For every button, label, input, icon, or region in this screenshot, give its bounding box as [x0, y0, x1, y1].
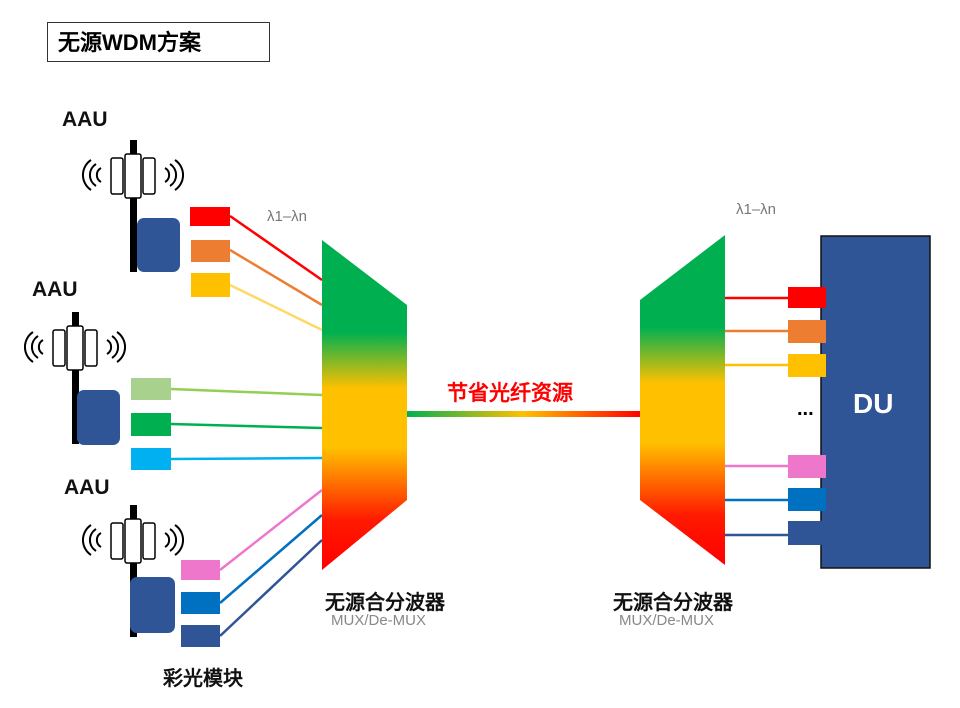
aau-tower-3 — [81, 504, 185, 638]
lambda-label-right: λ1–λn — [736, 201, 777, 218]
mux-label-left: 无源合分波器 — [325, 592, 445, 614]
diagram-title: 无源WDM方案 — [47, 22, 270, 62]
color-modules-right — [788, 287, 826, 545]
mux-label-right: 无源合分波器 — [613, 592, 733, 614]
fiber-lines-left — [170, 214, 323, 637]
du-unit — [820, 235, 931, 569]
lambda-label-left: λ1–λn — [267, 208, 308, 225]
du-label: DU — [853, 388, 894, 419]
aau-label-1: AAU — [62, 108, 108, 131]
aau-tower-2 — [23, 311, 127, 445]
fiber-saving-label: 节省光纤资源 — [447, 382, 573, 405]
mux-right — [640, 235, 725, 565]
mux-sub-left: MUX/De-MUX — [331, 612, 427, 629]
fiber-lines-right — [725, 296, 788, 537]
fiber-trunk — [407, 411, 640, 417]
color-module-label: 彩光模块 — [163, 668, 243, 690]
aau-tower-1 — [81, 139, 185, 273]
color-modules-left — [131, 207, 230, 647]
aau-label-3: AAU — [64, 476, 110, 499]
ellipsis: ... — [797, 398, 814, 420]
mux-sub-right: MUX/De-MUX — [619, 612, 715, 629]
aau-label-2: AAU — [32, 278, 78, 301]
mux-left — [322, 240, 407, 570]
